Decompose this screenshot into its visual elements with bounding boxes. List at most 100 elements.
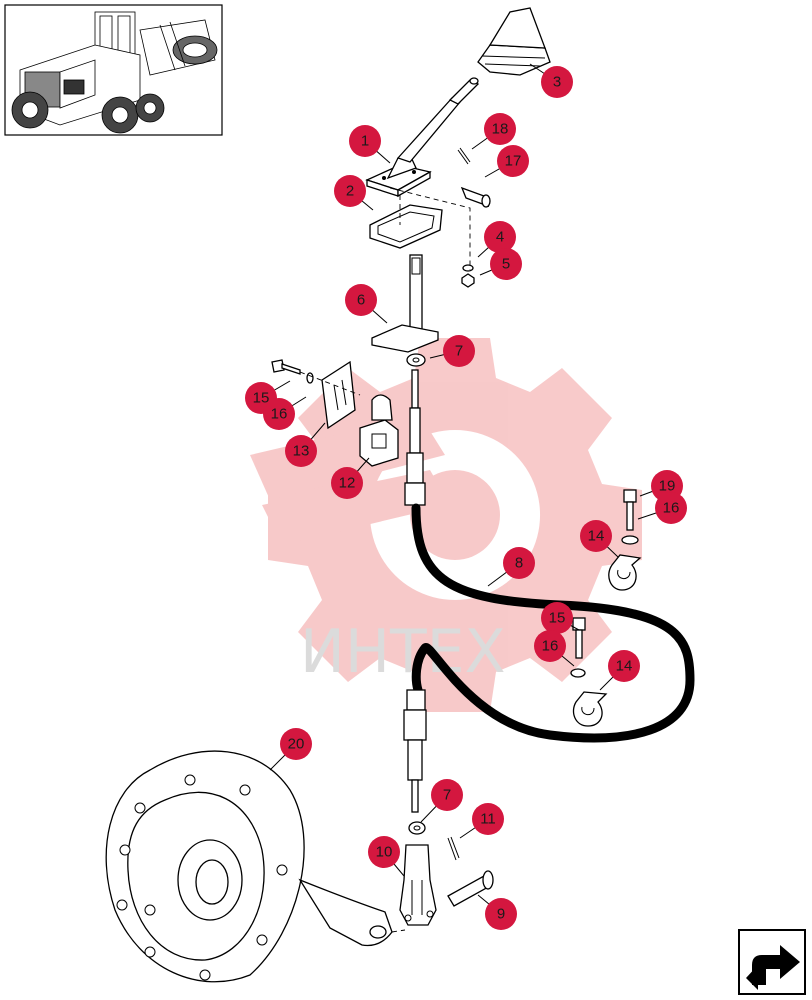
callout-16: 16 [263,398,295,430]
callout-11: 11 [472,803,504,835]
callout-17: 17 [497,145,529,177]
fork-clevis-10 [399,844,437,926]
mounting-plate-13 [321,360,356,430]
callout-marker [485,898,517,930]
callout-marker [484,221,516,253]
callout-marker [472,803,504,835]
callout-marker [285,435,317,467]
callout-label: 20 [288,736,305,753]
pin-17 [460,186,491,208]
callout-label: 7 [443,787,451,804]
callout-marker [431,779,463,811]
callout-marker [580,520,612,552]
watermark-text: ИНТЕХ [300,617,506,687]
callout-label: 12 [339,475,356,492]
callout-label: 1 [361,133,369,150]
cotter-pin-11 [447,836,460,861]
nut-7 [406,353,426,367]
callout-marker [280,728,312,760]
callout-marker [497,145,529,177]
bracket-6 [371,254,439,353]
callout-label: 19 [659,478,676,495]
callout-label: 14 [588,528,605,545]
gear-lever [365,77,480,198]
callout-20: 20 [280,728,312,760]
callout-label: 18 [492,121,509,138]
callout-6: 6 [345,284,377,316]
callout-15: 15 [541,602,573,634]
callout-marker [503,547,535,579]
clevis-pin-9 [447,870,494,907]
callout-label: 5 [502,256,510,273]
cable-8 [403,369,695,813]
callout-7: 7 [443,335,475,367]
callout-marker [534,630,566,662]
machine-thumbnail-icon [4,4,223,136]
assembly-guide-line [391,929,406,933]
next-page-arrow-icon[interactable] [738,929,806,995]
callout-label: 16 [271,406,288,423]
assembly-guide-line [299,371,361,396]
callout-marker [490,248,522,280]
callout-12: 12 [331,467,363,499]
callout-label: 2 [346,183,354,200]
callout-14: 14 [608,650,640,682]
callout-7: 7 [431,779,463,811]
callout-label: 8 [515,555,523,572]
callout-label: 7 [455,343,463,360]
callout-label: 14 [616,658,633,675]
callout-marker [655,492,687,524]
callout-9: 9 [485,898,517,930]
watermark-logo: ИНТЕХ [250,338,642,712]
upper-dust-boot [477,7,551,76]
callout-marker [443,335,475,367]
bolt-15 [570,617,586,678]
switch-12 [359,394,399,467]
callout-16: 16 [534,630,566,662]
callout-label: 17 [505,153,522,170]
cotter-pin-18 [457,147,471,165]
callout-label: 10 [376,844,393,861]
callout-5: 5 [490,248,522,280]
callout-label: 15 [253,390,270,407]
callout-marker [541,66,573,98]
nut-5 [461,273,475,288]
callout-label: 16 [542,638,559,655]
lower-rubber-boot [369,204,443,249]
callout-label: 4 [496,229,504,246]
callout-marker [263,398,295,430]
callout-8: 8 [503,547,535,579]
callout-label: 13 [293,443,310,460]
callout-16: 16 [655,492,687,524]
callout-2: 2 [334,175,366,207]
callout-label: 9 [497,906,505,923]
callout-label: 11 [480,811,496,828]
washer-4 [462,264,474,272]
callout-marker [334,175,366,207]
callout-marker [368,836,400,868]
callout-marker [345,284,377,316]
callout-1: 1 [349,125,381,157]
callout-label: 3 [553,74,561,91]
clamp-14 [572,691,608,727]
nut-7 [408,821,426,835]
callout-marker [608,650,640,682]
callout-13: 13 [285,435,317,467]
bolt-19 [621,489,639,545]
callout-marker [349,125,381,157]
callout-marker [484,113,516,145]
callout-label: 15 [549,610,566,627]
assembly-guide-line [389,187,471,270]
callout-marker [331,467,363,499]
clamp-14 [608,554,642,591]
callout-label: 16 [663,500,680,517]
callout-18: 18 [484,113,516,145]
callout-3: 3 [541,66,573,98]
callout-4: 4 [484,221,516,253]
housing-disc-20 [105,750,393,983]
callout-10: 10 [368,836,400,868]
callout-label: 6 [357,292,365,309]
